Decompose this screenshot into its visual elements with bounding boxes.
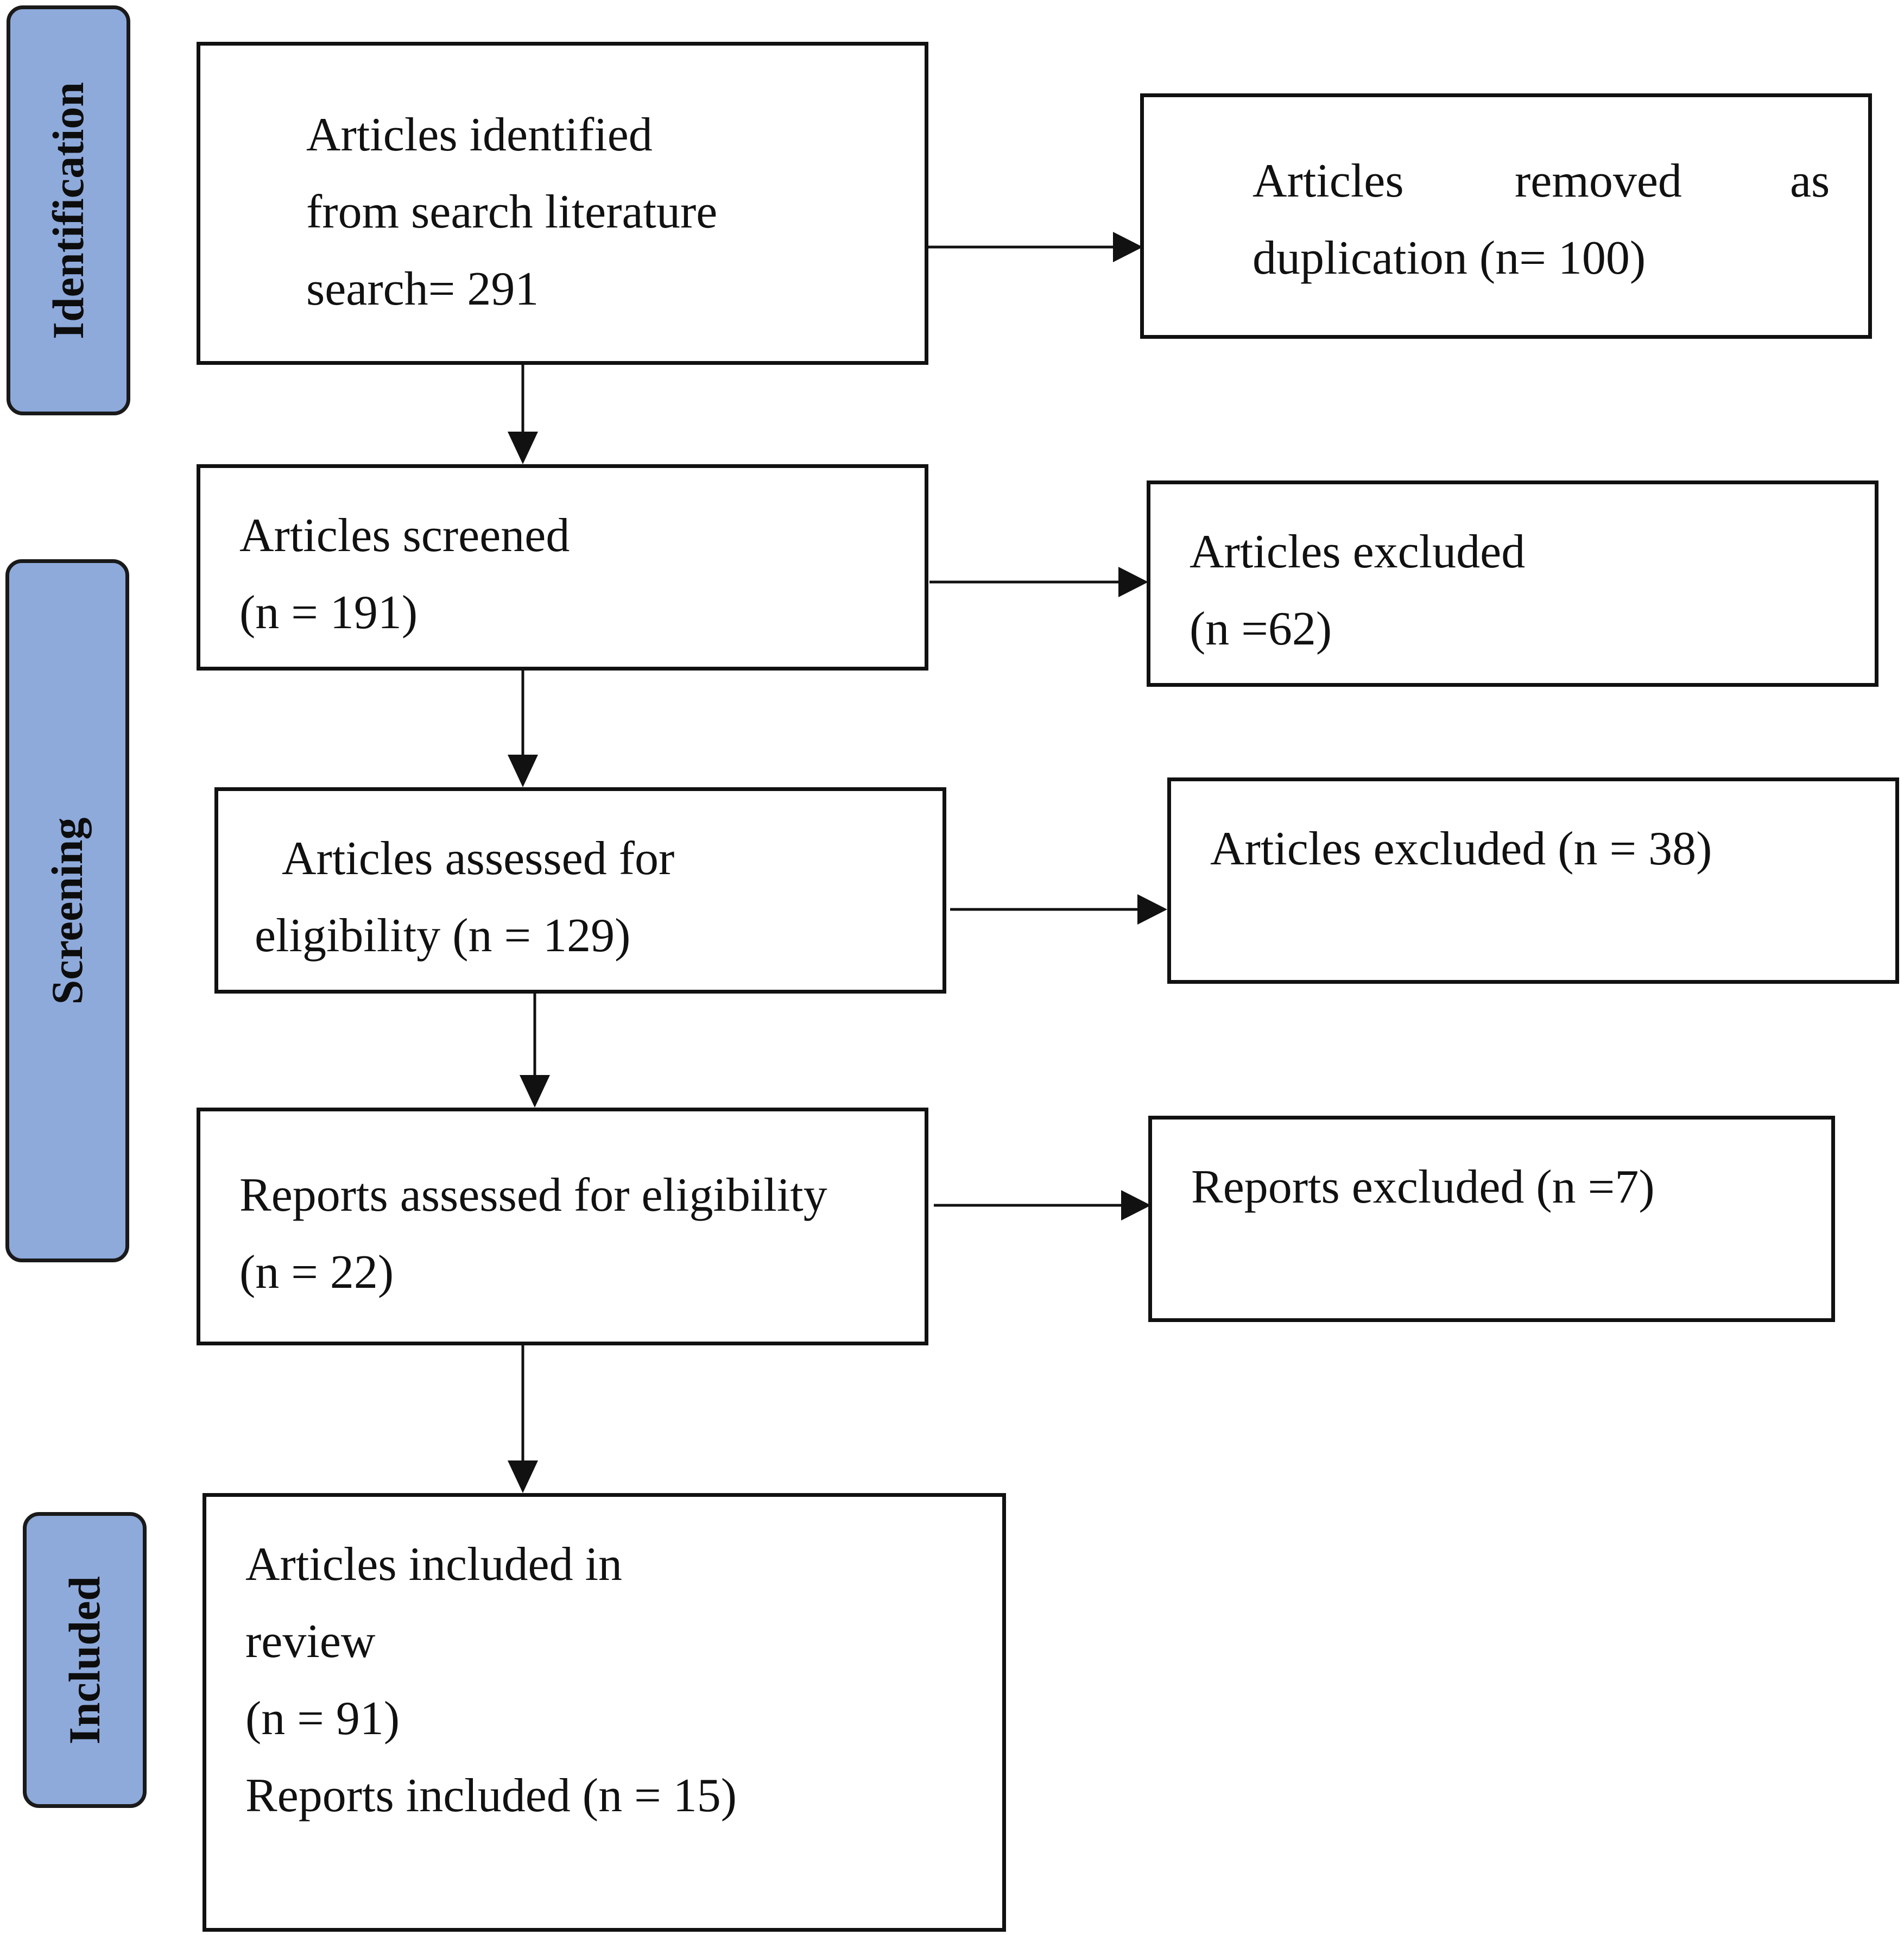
arrow-right-4 xyxy=(934,1190,1151,1221)
excluded-assessed-line-1: Articles excluded (n = 38) xyxy=(1210,823,1712,875)
phase-identification: Identification xyxy=(7,5,130,415)
identified-line-2: from search literature xyxy=(306,186,718,238)
arrow-right-2 xyxy=(929,567,1148,597)
duplicates-word-2: removed xyxy=(1515,155,1682,207)
box-articles-assessed: Articles assessed for eligibility (n = 1… xyxy=(214,787,946,994)
screened-line-1: Articles screened xyxy=(239,509,570,562)
arrow-down-2 xyxy=(508,671,538,787)
included-line-2: review xyxy=(245,1615,376,1668)
reports-assessed-line-2: (n = 22) xyxy=(239,1246,394,1299)
reports-assessed-line-1: Reports assessed for eligibility xyxy=(239,1169,827,1222)
reports-excluded-line-1: Reports excluded (n =7) xyxy=(1191,1161,1655,1213)
box-excluded-assessed: Articles excluded (n = 38) xyxy=(1167,777,1899,984)
phase-screening: Screening xyxy=(5,559,129,1262)
arrow-down-3 xyxy=(520,994,550,1108)
arrow-down-4 xyxy=(508,1345,538,1493)
box-excluded-screening: Articles excluded (n =62) xyxy=(1147,480,1878,687)
duplicates-word-1: Articles xyxy=(1253,155,1404,207)
excluded-screening-line-1: Articles excluded xyxy=(1190,526,1526,578)
phase-included: Included xyxy=(23,1512,147,1808)
included-line-3: (n = 91) xyxy=(245,1692,400,1745)
box-articles-screened: Articles screened (n = 191) xyxy=(197,464,928,671)
box-articles-identified: Articles identified from search literatu… xyxy=(197,42,928,365)
identified-line-3: search= 291 xyxy=(306,263,539,315)
screened-line-2: (n = 191) xyxy=(239,586,418,639)
box-reports-assessed: Reports assessed for eligibility (n = 22… xyxy=(197,1108,928,1345)
included-line-1: Articles included in xyxy=(245,1538,623,1591)
assessed-line-2: eligibility (n = 129) xyxy=(255,909,631,962)
excluded-screening-line-2: (n =62) xyxy=(1190,603,1332,655)
included-line-4: Reports included (n = 15) xyxy=(245,1769,737,1822)
box-duplicates-removed: Articles removed as duplication (n= 100) xyxy=(1140,93,1872,339)
duplicates-line-2: duplication (n= 100) xyxy=(1253,232,1646,284)
assessed-line-1: Articles assessed for xyxy=(282,832,675,885)
arrow-down-1 xyxy=(508,364,538,464)
arrow-right-1 xyxy=(927,232,1143,262)
identified-line-1: Articles identified xyxy=(306,109,653,161)
arrow-right-3 xyxy=(950,894,1167,925)
box-reports-excluded: Reports excluded (n =7) xyxy=(1148,1116,1835,1322)
duplicates-word-3: as xyxy=(1790,155,1830,207)
box-included: Articles included in review (n = 91) Rep… xyxy=(203,1493,1006,1932)
